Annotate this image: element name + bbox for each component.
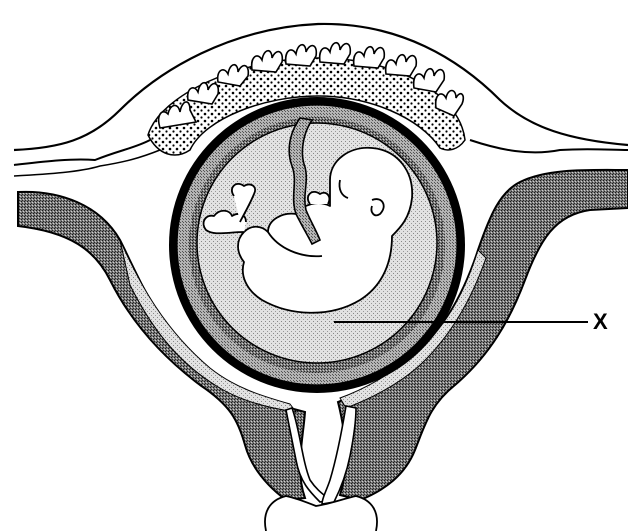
label-x: X [593, 311, 608, 333]
tissue-line-left [14, 140, 150, 165]
